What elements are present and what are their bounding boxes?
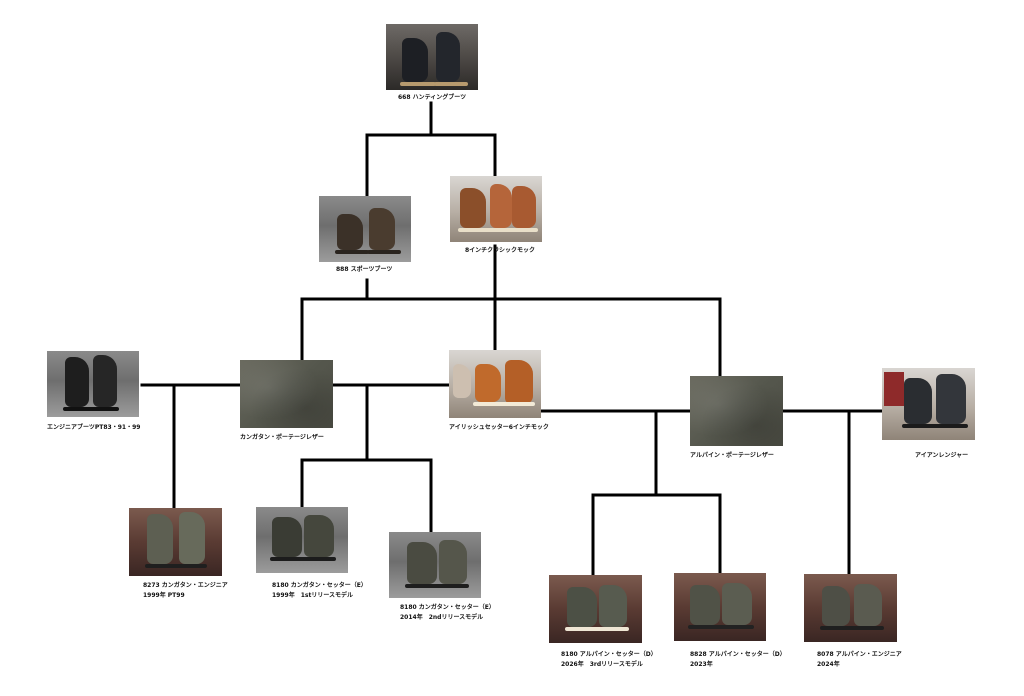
node-label: 8180 カンガタン・セッター（E）	[272, 582, 367, 589]
node-label: カンガタン・ポーテージレザー	[240, 434, 324, 441]
boot-photo	[449, 350, 541, 418]
boot-photo	[129, 508, 222, 576]
node-label: 8180 アルパイン・セッター（D）	[561, 651, 657, 658]
boot-photo	[386, 24, 478, 90]
boot-photo	[549, 575, 642, 643]
node-label: 8078 アルパイン・エンジニア	[817, 651, 902, 658]
node-label: 2014年 2ndリリースモデル	[400, 614, 484, 621]
node-label: アイアンレンジャー	[915, 452, 969, 459]
node-label: 8180 カンガタン・セッター（E）	[400, 604, 495, 611]
leather-swatch	[240, 360, 333, 428]
boot-photo	[389, 532, 481, 598]
node-label: 888 スポーツブーツ	[336, 266, 393, 273]
node-label: 8273 カンガタン・エンジニア	[143, 582, 228, 589]
node-label: 8828 アルパイン・セッター（D）	[690, 651, 786, 658]
node-label: アイリッシュセッター6インチモック	[449, 424, 549, 431]
boot-photo	[804, 574, 897, 642]
node-label: 2024年	[817, 661, 840, 668]
node-label: 2023年	[690, 661, 713, 668]
boot-photo	[256, 507, 348, 573]
boot-photo	[47, 351, 139, 417]
node-label: 668 ハンティングブーツ	[398, 94, 467, 101]
boot-photo	[450, 176, 542, 242]
node-label: 2026年 3rdリリースモデル	[561, 661, 643, 668]
boot-photo	[319, 196, 411, 262]
node-label: アルパイン・ポーテージレザー	[690, 452, 774, 459]
node-label: 8インチクラシックモック	[465, 247, 536, 254]
node-label: 1999年 PT99	[143, 592, 185, 599]
boot-photo	[882, 368, 975, 440]
leather-swatch	[690, 376, 783, 446]
node-label: エンジニアブーツPT83・91・99	[47, 424, 141, 431]
boot-photo	[674, 573, 766, 641]
node-label: 1999年 1stリリースモデル	[272, 592, 354, 599]
